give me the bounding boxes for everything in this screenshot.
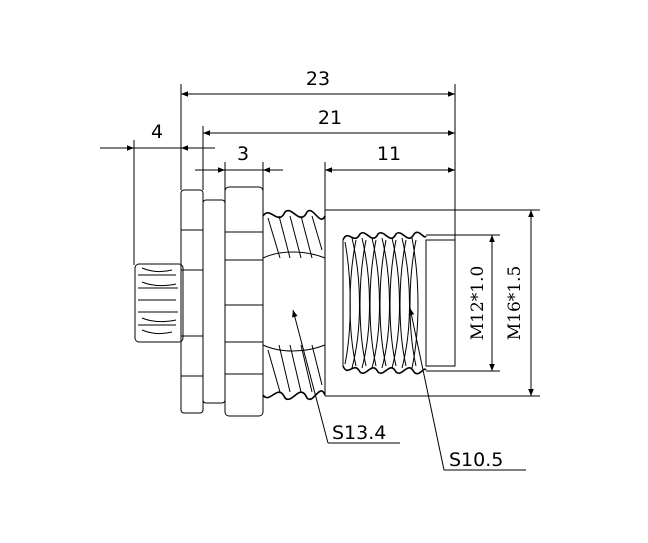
dim-body-label: 21	[318, 107, 342, 129]
outer-thread	[262, 209, 326, 401]
dim-thread-length: 11	[324, 143, 455, 215]
dim-thread-length-label: 11	[377, 143, 401, 165]
callout-s10-5: S10.5	[408, 307, 526, 471]
dim-inner-thread: M12*1.0	[426, 234, 500, 372]
dim-nut-label: 3	[237, 143, 249, 165]
callout-s13-4: S13.4	[292, 309, 400, 444]
dim-nut: 3	[195, 143, 283, 215]
hex-nut	[224, 186, 264, 417]
dim-overall-label: 23	[306, 68, 330, 90]
flange	[180, 189, 226, 414]
dim-overall: 23	[180, 68, 456, 240]
dim-outer-thread: M16*1.5	[325, 209, 540, 397]
callout-s10-5-label: S10.5	[449, 449, 503, 471]
dim-flange: 4	[100, 121, 215, 265]
dim-flange-label: 4	[151, 121, 163, 143]
dim-body: 21	[202, 107, 455, 190]
contact-pins	[134, 263, 184, 343]
dim-outer-thread-label: M16*1.5	[505, 266, 525, 341]
dim-inner-thread-label: M12*1.0	[468, 266, 488, 341]
callout-s13-4-label: S13.4	[332, 422, 386, 444]
inner-thread	[342, 231, 456, 375]
